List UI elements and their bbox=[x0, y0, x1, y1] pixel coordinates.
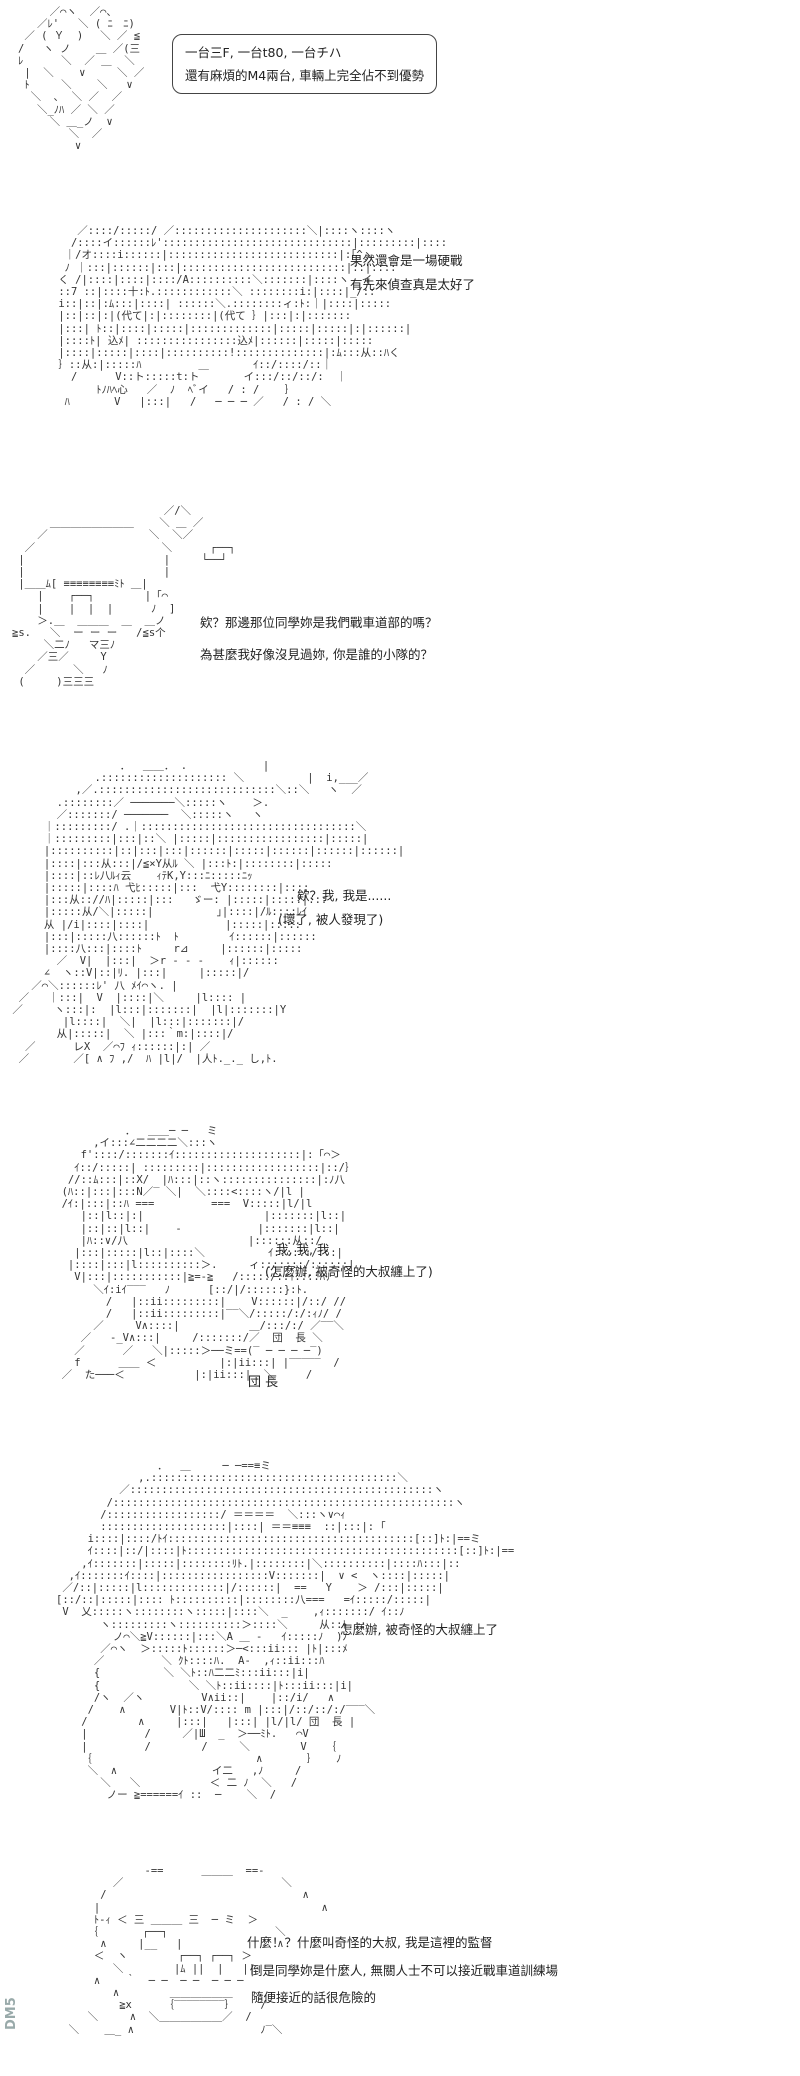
dialog-line: 怎麼辦, 被奇怪的大叔纏上了 bbox=[340, 1622, 498, 1637]
character-art-5: ． ＿＿─ ─ ミ ,イ:::∠二二二二＼:::ヽ f'::::/:::::::… bbox=[61, 1125, 356, 1382]
dialog-line: 果然還會是一場硬戰 bbox=[350, 253, 463, 268]
panel-6: ． ＿ ─ ─==≡ミ ,.::::::::::::::::::::::::::… bbox=[0, 1460, 800, 1860]
panel-3: ／/＼ ＿＿＿＿＿＿＿＿ ＼ ＿ ／ ／ ＼ ＼／ ／ ＼ ┌──┐ | | └… bbox=[0, 505, 800, 745]
dialog-line: 還有麻煩的M4兩台, 車輛上完全佔不到優勢 bbox=[185, 68, 425, 83]
panel-2: ／::::/:::::/ ／:::::::::::::::::::::＼|:::… bbox=[0, 225, 800, 475]
character-art-2: ／::::/:::::/ ／:::::::::::::::::::::＼|:::… bbox=[58, 225, 448, 408]
site-watermark: DM5 bbox=[4, 1997, 19, 2030]
armband-label: 団 長 bbox=[248, 1375, 279, 1390]
character-art-3: ／/＼ ＿＿＿＿＿＿＿＿ ＼ ＿ ／ ／ ＼ ＼／ ／ ＼ ┌──┐ | | └… bbox=[12, 505, 236, 688]
panel-5: ． ＿＿─ ─ ミ ,イ:::∠二二二二＼:::ヽ f'::::/:::::::… bbox=[0, 1125, 800, 1455]
dialog-line: 倒是同學妳是什麼人, 無關人士不可以接近戰車道訓練場 bbox=[250, 1963, 558, 1978]
dialog-line: (壞了, 被人發現了) bbox=[278, 912, 384, 927]
speech-bubble-1: 一台三F, 一台t80, 一台チハ 還有麻煩的M4兩台, 車輛上完全佔不到優勢 bbox=[172, 34, 438, 94]
character-art-7: ‐== ＿＿＿ ==‐ ／ ＼ / ∧ | ∧ ﾄ-ｨ ＜ 三 ＿＿＿ 三 ─ … bbox=[68, 1865, 328, 2036]
dialog-line: 有先來偵查真是太好了 bbox=[350, 277, 476, 292]
character-art-6: ． ＿ ─ ─==≡ミ ,.::::::::::::::::::::::::::… bbox=[56, 1460, 515, 1802]
dialog-line: 我, 我, 我 bbox=[276, 1242, 330, 1257]
character-art-4: ． ＿＿． . | .:::::::::::::::::::: ＼ | i,__… bbox=[12, 760, 405, 1065]
character-art-1: ／⌒ヽ ／⌒、 ／ﾚ' ＼ ( ﾆ ﾆ) ／ ( Ｙ ) ＼ ／ ≦ / ヽ ノ… bbox=[18, 6, 145, 153]
dialog-line: 什麼！？什麼叫奇怪的大叔, 我是這裡的監督 bbox=[247, 1935, 493, 1950]
dialog-line: 欸？那邊那位同學妳是我們戰車道部的嗎？ bbox=[200, 615, 438, 630]
dialog-line: 一台三F, 一台t80, 一台チハ bbox=[185, 45, 342, 60]
panel-7: ‐== ＿＿＿ ==‐ ／ ＼ / ∧ | ∧ ﾄ-ｨ ＜ 三 ＿＿＿ 三 ─ … bbox=[0, 1865, 800, 2076]
dialog-line: 為甚麼我好像沒見過妳, 你是誰的小隊的？ bbox=[200, 647, 433, 662]
panel-1: ／⌒ヽ ／⌒、 ／ﾚ' ＼ ( ﾆ ﾆ) ／ ( Ｙ ) ＼ ／ ≦ / ヽ ノ… bbox=[0, 0, 800, 200]
panel-4: ． ＿＿． . | .:::::::::::::::::::: ＼ | i,__… bbox=[0, 760, 800, 1100]
dialog-line: 欸？我, 我是...... bbox=[297, 888, 392, 903]
dialog-line: 隨便接近的話很危險的 bbox=[251, 1990, 377, 2005]
dialog-line: (怎麼辦, 被奇怪的大叔纏上了) bbox=[265, 1264, 433, 1279]
